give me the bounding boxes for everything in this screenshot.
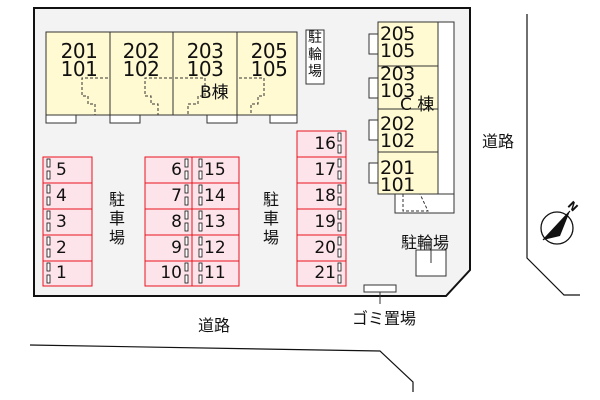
parking-space-15: 15 — [204, 160, 226, 180]
parking-label-left: 駐車場 — [108, 190, 125, 247]
road-east-label: 道路 — [482, 132, 515, 151]
c-unit-1: 205 105 — [380, 23, 415, 62]
parking-col2 — [144, 156, 240, 287]
parking-space-21: 21 — [314, 263, 336, 283]
garbage-label: ゴミ置場 — [352, 309, 417, 328]
parking-space-14: 14 — [204, 186, 226, 206]
c-unit-3: 202 102 — [380, 113, 415, 152]
wheel-stops — [46, 132, 342, 284]
c-unit-4: 201 101 — [380, 157, 415, 196]
b-unit-2: 202 102 — [122, 39, 160, 81]
building-b-label: B棟 — [200, 83, 229, 103]
parking-space-9: 9 — [171, 238, 182, 258]
parking-space-3: 3 — [56, 212, 67, 232]
b-unit-3: 203 103 — [186, 39, 224, 81]
building-c-label: C 棟 — [400, 95, 435, 115]
parking-space-20: 20 — [314, 238, 336, 258]
east-road-edge — [526, 14, 580, 296]
parking-space-11: 11 — [204, 263, 226, 283]
parking-space-19: 19 — [314, 212, 336, 232]
parking-space-17: 17 — [314, 160, 336, 180]
parking-label-right: 駐車場 — [262, 190, 279, 247]
south-road-edge — [29, 344, 414, 392]
parking-space-4: 4 — [56, 186, 67, 206]
c-unit-2: 203 103 — [380, 63, 415, 102]
parking-space-16: 16 — [314, 134, 336, 154]
parking-space-1: 1 — [56, 263, 67, 283]
parking-space-10: 10 — [160, 263, 182, 283]
parking-space-7: 7 — [171, 186, 182, 206]
parking-space-6: 6 — [171, 160, 182, 180]
building-c — [368, 21, 455, 214]
bike-parking-top-label: 駐輪場 — [308, 30, 322, 80]
road-south-label: 道路 — [198, 316, 231, 335]
b-unit-4: 205 105 — [250, 39, 288, 81]
bike-parking-top-box — [305, 29, 325, 85]
parking-space-5: 5 — [56, 160, 67, 180]
parking-space-8: 8 — [171, 212, 182, 232]
garbage-box — [363, 284, 397, 293]
parking-space-2: 2 — [56, 238, 67, 258]
parking-col1 — [42, 156, 93, 287]
compass-icon — [540, 210, 574, 245]
parking-space-13: 13 — [204, 212, 226, 232]
parking-space-18: 18 — [314, 186, 336, 206]
parking-space-12: 12 — [204, 238, 226, 258]
building-b — [45, 31, 298, 124]
bike-parking-right-label: 駐輪場 — [401, 233, 450, 252]
b-unit-1: 201 101 — [60, 39, 98, 81]
